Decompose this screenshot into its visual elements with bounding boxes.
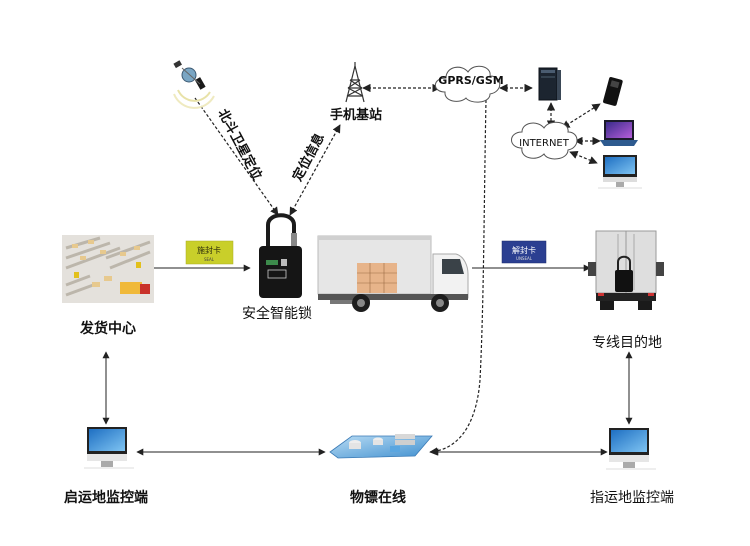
- dispatch-center-label: 发货中心: [80, 321, 136, 337]
- monitor-icon-origin: [84, 427, 134, 469]
- platform-label: 物镖在线: [350, 490, 406, 506]
- truck-icon: [317, 235, 469, 312]
- edge-gprs-to-platform: [429, 99, 487, 456]
- satellite-positioning-label: 北斗卫星定位: [214, 106, 265, 182]
- internet-label: INTERNET: [519, 138, 570, 149]
- edge-lock-to-tower: [289, 124, 341, 216]
- gprs-label: GPRS/GSM: [438, 74, 503, 87]
- edge-internet-to-desktop: [569, 150, 598, 165]
- monitor-icon-destination: [606, 428, 656, 470]
- laptop-icon: [600, 120, 638, 146]
- cloud-icon-gprs: [434, 65, 501, 103]
- smart-lock-label: 安全智能锁: [242, 306, 312, 322]
- unseal-card-sub: UNSEAL: [516, 256, 533, 261]
- cloud-icon-internet: [511, 121, 578, 160]
- unseal-card: [501, 240, 547, 264]
- satellite-icon: [173, 60, 215, 109]
- dest-monitor-label: 指运地监控端: [590, 490, 674, 506]
- seal-card-sub: SEAL: [204, 257, 215, 262]
- padlock-icon: [259, 213, 302, 298]
- connections: [102, 83, 633, 456]
- smartphone-icon: [603, 77, 623, 106]
- seal-card: [185, 240, 234, 265]
- edge-satellite-to-lock: [194, 97, 279, 216]
- desktop-icon: [598, 155, 642, 189]
- seal-card-label: 施封卡: [197, 245, 221, 255]
- origin-monitor-label: 启运地监控端: [64, 490, 148, 506]
- cell-tower-label: 手机基站: [330, 108, 383, 123]
- warehouse-icon: [62, 235, 154, 303]
- truck-rear-icon: [588, 230, 664, 310]
- unseal-card-label: 解封卡: [512, 245, 536, 255]
- cell-tower-icon: [345, 62, 365, 103]
- cloud-platform-icon: [329, 434, 433, 459]
- server-icon: [538, 67, 561, 101]
- edge-internet-to-phone: [561, 103, 601, 129]
- destination-label: 专线目的地: [592, 335, 662, 351]
